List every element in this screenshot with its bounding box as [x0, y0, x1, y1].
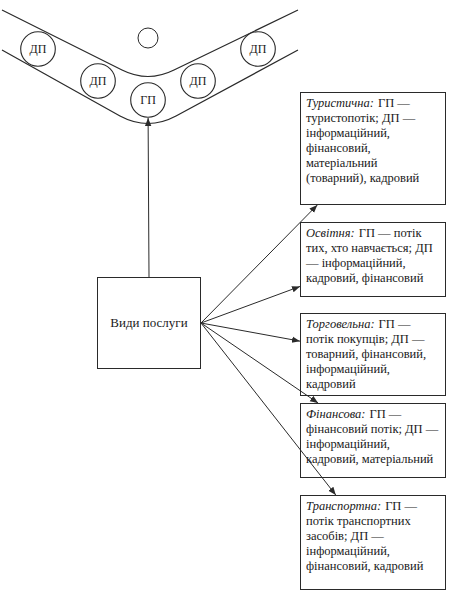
circle-label: ДП: [190, 74, 207, 89]
flow-circle: ДП: [20, 31, 56, 67]
circle-label: ДП: [90, 74, 107, 89]
flow-circle: ДП: [240, 31, 276, 67]
circle-shape: [81, 64, 116, 99]
arrow-connector: [201, 323, 318, 403]
arrow-connector: [201, 323, 300, 341]
circle-shape: [241, 32, 276, 67]
band-edge: [2, 10, 298, 77]
box-heading: Освітня:: [306, 226, 355, 240]
description-box: Торговельна:ГП — потік покупців; ДП — то…: [300, 313, 446, 396]
box-heading: Фінансова:: [306, 407, 365, 421]
box-heading: Транспортна:: [306, 499, 381, 513]
arrow-connector: [201, 323, 336, 495]
box-heading: Торговельна:: [306, 317, 375, 331]
process-box: Види послуги: [97, 277, 201, 369]
flow-circle: ДП: [180, 63, 216, 99]
circle-label: ДП: [250, 42, 267, 57]
circle-label: ДП: [30, 42, 47, 57]
flow-circle: ГП: [130, 82, 166, 118]
circle-shape: [131, 83, 166, 118]
description-box: Фінансова:ГП — фінансовий потік; ДП — ін…: [300, 403, 446, 478]
description-box: Туристична:ГП — туристопотік; ДП — інфор…: [300, 92, 446, 205]
flow-circle: ДП: [80, 63, 116, 99]
box-text: Види послуги: [110, 315, 187, 331]
arrow-connector: [148, 118, 150, 277]
circle-shape: [181, 64, 216, 99]
arrow-connector: [201, 205, 317, 323]
circle-shape: [21, 32, 56, 67]
empty-circle: [138, 28, 158, 48]
description-box: Транспортна:ГП — потік транспортних засо…: [300, 495, 446, 590]
description-box: Освітня:ГП — потік тих, хто навчається; …: [300, 222, 446, 297]
box-heading: Туристична:: [306, 96, 374, 110]
arrow-connector: [201, 286, 300, 323]
circle-label: ГП: [140, 93, 156, 108]
